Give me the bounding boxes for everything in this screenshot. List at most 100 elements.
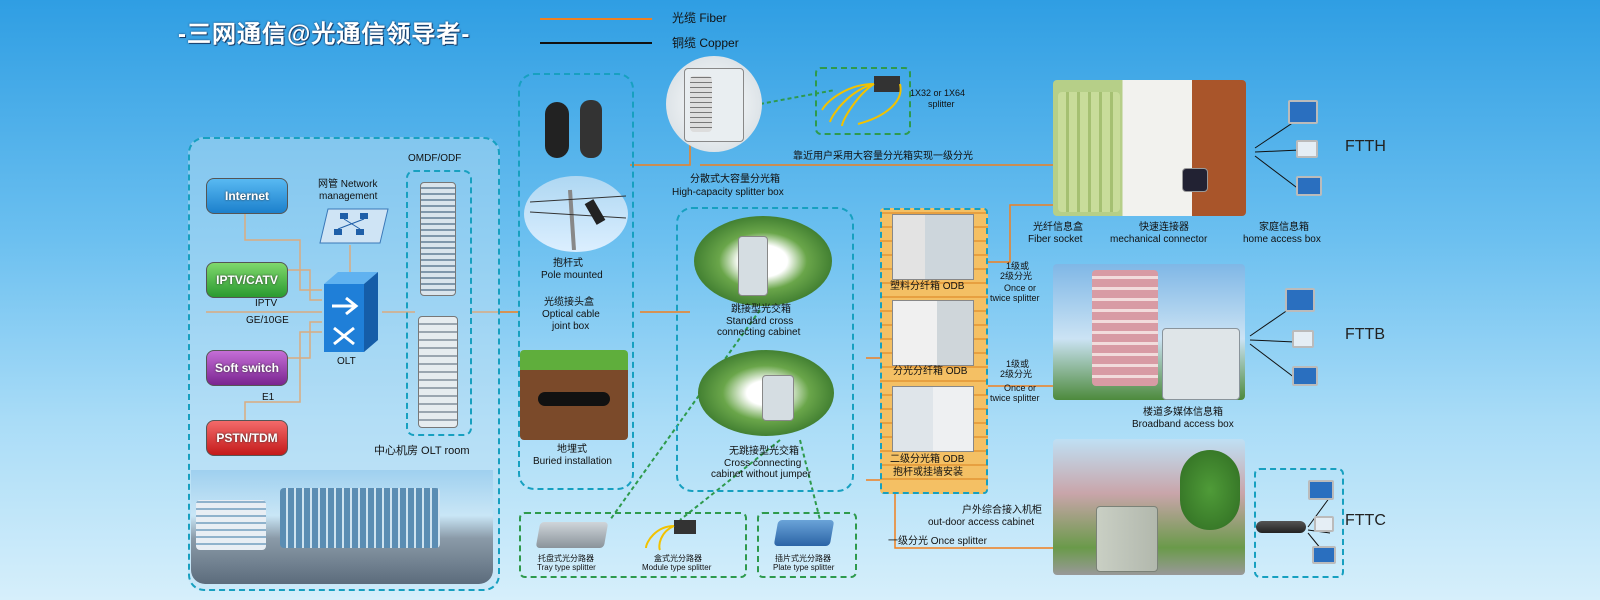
legend-copper: 铜缆 Copper: [672, 36, 739, 50]
fttc-label: FTTC: [1345, 512, 1386, 529]
fttc-devices-area: [1254, 468, 1344, 578]
fttb-phone-icon: [1292, 330, 1314, 348]
nm-label-cn: 网管 Network: [318, 179, 378, 190]
splitter-1x32-icon: [821, 76, 902, 127]
office-building: [280, 488, 440, 548]
internet-button: Internet: [206, 178, 288, 214]
tray-splitter-icon: [535, 522, 609, 548]
tray-splitter-cn: 托盘式光分路器: [538, 554, 594, 563]
nojumper-cabinet-cn: 无跳接型光交箱: [729, 446, 799, 457]
joint-box-area: [518, 73, 634, 490]
pole-photo: [524, 176, 628, 252]
joint-box-dome: [545, 102, 569, 158]
buried-label-cn: 地埋式: [557, 444, 587, 455]
fttb-pc-icon: [1285, 288, 1315, 312]
standard-cabinet-cn: 跳接型光交箱: [731, 304, 791, 315]
joint-label-cn: 光缆接头盒: [544, 297, 594, 308]
olt-label: OLT: [337, 356, 356, 367]
splitter-box-en: High-capacity splitter box: [672, 187, 784, 198]
olt-icon: [324, 272, 378, 352]
nm-label-en: management: [319, 191, 378, 202]
split-odb-label: 分光分纤箱 ODB: [893, 366, 968, 377]
nojumper-cabinet-en1: Cross connecting: [724, 458, 802, 469]
omdf-label: OMDF/ODF: [408, 153, 462, 164]
odb-ftth-link: [984, 204, 1060, 263]
splitter-box-cn: 分散式大容量分光箱: [690, 174, 780, 185]
plastic-odb-label: 塑料分纤箱 ODB: [890, 281, 965, 292]
fiber-socket-en: Fiber socket: [1028, 234, 1083, 245]
ftth-laptop-icon: [1296, 176, 1322, 196]
mech-connector-en: mechanical connector: [1110, 234, 1208, 245]
iptv-label: IPTV: [255, 298, 278, 309]
second-odb-photo: [892, 386, 974, 452]
legend-fiber: 光缆 Fiber: [672, 11, 727, 25]
splitter-1x32-area: [815, 67, 911, 135]
fttc-pc-icon: [1308, 480, 1334, 500]
second-odb-label: 二级分光箱 ODB: [890, 454, 965, 465]
omdf-rack: [420, 182, 456, 296]
cabinet-area: [676, 207, 854, 492]
outdoor-cabinet-photo: [1096, 506, 1158, 572]
ftth-split-en2: twice splitter: [990, 293, 1040, 303]
fttc-switch-icon: [1256, 521, 1306, 533]
split-odb-photo: [892, 300, 974, 366]
soft-switch-button: Soft switch: [206, 350, 288, 386]
page-title: -三网通信@光通信领导者-: [178, 21, 471, 48]
splitter-word: splitter: [928, 99, 955, 109]
outdoor-cabinet-en: out-door access cabinet: [928, 517, 1035, 528]
ftth-split-en1: Once or: [1004, 283, 1037, 293]
broadband-box-en: Broadband access box: [1132, 419, 1234, 430]
ftth-split-cn1: 1级或: [1006, 261, 1030, 271]
module-splitter-icon: [645, 520, 696, 551]
module-splitter-en: Module type splitter: [642, 563, 712, 572]
splitter-1x32-label: 1X32 or 1X64: [910, 88, 966, 98]
iptv-link: [288, 269, 322, 301]
pstn-link: [244, 331, 322, 420]
buried-label-en: Buried installation: [533, 456, 612, 467]
fiber-socket-cn: 光纤信息盒: [1033, 222, 1083, 233]
plate-splitter-icon: [773, 520, 835, 546]
iptv-catv-button: IPTV/CATV: [206, 262, 288, 298]
internet-link: [244, 213, 322, 291]
near-user-label: 靠近用户采用大容量分光箱实现一级分光: [793, 151, 973, 162]
plastic-odb-photo: [892, 214, 974, 280]
module-splitter-cn: 盒式光分路器: [654, 554, 702, 563]
ftth-label: FTTH: [1345, 138, 1386, 155]
ftth-split-cn2: 2级分光: [1000, 271, 1033, 281]
splitter-types-area: [519, 512, 747, 578]
fttb-label: FTTB: [1345, 326, 1385, 343]
plate-splitter-area: [757, 512, 857, 578]
home-box-cn: 家庭信息箱: [1259, 222, 1309, 233]
ge-label: GE/10GE: [246, 315, 289, 326]
fttc-laptop-icon: [1312, 546, 1336, 564]
joint-box-dome-2: [580, 100, 602, 158]
fttb-split-en2: twice splitter: [990, 393, 1040, 403]
plate-splitter-en: Plate type splitter: [773, 563, 835, 572]
pstn-tdm-button: PSTN/TDM: [206, 420, 288, 456]
standard-cabinet-en1: Standard cross: [726, 316, 794, 327]
home-box-en: home access box: [1243, 234, 1321, 245]
network-management-icon: [319, 208, 389, 244]
fttb-split-en1: Once or: [1004, 383, 1037, 393]
pole-label-en: Pole mounted: [541, 270, 603, 281]
standard-cabinet-en2: connecting cabinet: [717, 327, 801, 338]
ftth-phone-icon: [1296, 140, 1318, 158]
mount-odb-label: 抱杆或挂墙安装: [893, 467, 963, 478]
olt-room-label: 中心机房 OLT room: [374, 445, 470, 457]
e1-label: E1: [262, 392, 275, 403]
joint-label-en2: joint box: [552, 321, 590, 332]
odf-rack: [418, 316, 458, 428]
odf-area: [406, 170, 472, 436]
plate-splitter-cn: 插片式光分路器: [775, 554, 831, 563]
fttc-phone-icon: [1314, 516, 1334, 532]
nojumper-cabinet-en2: cabinet without jumper: [711, 469, 812, 480]
mech-connector-cn: 快速连接器: [1139, 222, 1189, 233]
joint-label-en1: Optical cable: [542, 309, 600, 320]
broadband-box-cn: 楼道多媒体信息箱: [1143, 407, 1223, 418]
fttb-split-cn2: 2级分光: [1000, 369, 1033, 379]
once-splitter-label: 一级分光 Once splitter: [888, 536, 987, 547]
ftth-pc-icon: [1288, 100, 1318, 124]
outdoor-cabinet-cn: 户外综合接入机柜: [962, 505, 1042, 516]
softswitch-link: [288, 321, 322, 359]
